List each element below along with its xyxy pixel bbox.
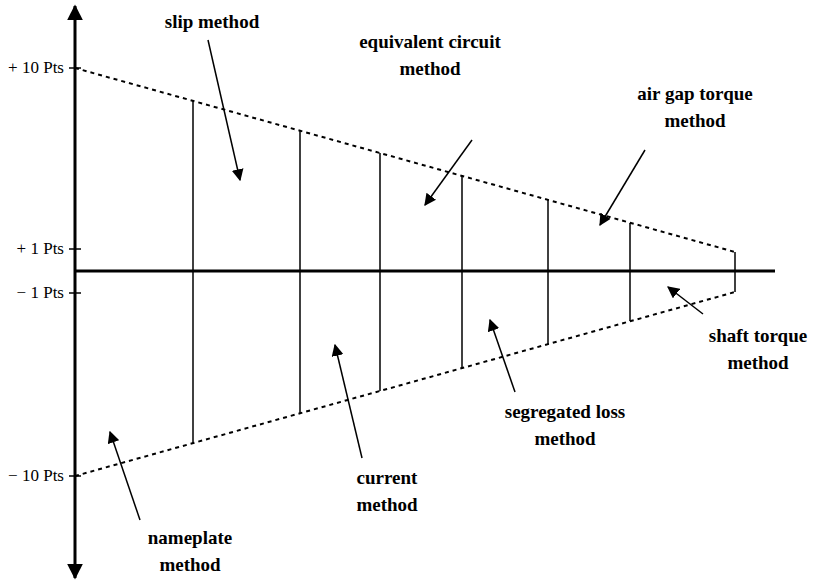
method-label: shaft torque method [700, 322, 816, 376]
horizontal-axis [75, 270, 775, 273]
method-label: equivalent circuit method [343, 28, 518, 82]
leader-arrow [600, 150, 645, 225]
method-label: slip method [142, 8, 282, 35]
method-label: air gap torque method [620, 80, 770, 134]
lower-bound-line [75, 292, 735, 476]
divider-line [547, 200, 549, 344]
upper-bound-line [75, 68, 735, 252]
method-label: segregated loss method [485, 398, 645, 452]
leader-arrows [110, 40, 703, 520]
leader-arrow [668, 287, 703, 314]
divider-line [299, 131, 301, 413]
leader-arrow [110, 432, 140, 520]
axis-tick-label: + 1 Pts [17, 238, 64, 260]
divider-line [734, 252, 736, 292]
axis-ticks [69, 68, 81, 476]
divider-line [629, 223, 631, 321]
leader-arrow [425, 140, 472, 205]
tick-mark [69, 248, 81, 250]
leader-arrow [208, 40, 240, 180]
tick-mark [69, 292, 81, 294]
axis-tick-label: + 10 Pts [8, 57, 64, 79]
leader-arrow [335, 345, 362, 458]
axis-tick-label: − 1 Pts [17, 282, 64, 304]
divider-line [461, 176, 463, 368]
method-label: current method [342, 464, 432, 518]
leader-arrow [490, 320, 515, 392]
axis-tick-label: − 10 Pts [8, 465, 64, 487]
divider-line [192, 101, 194, 443]
method-dividers [193, 101, 735, 443]
vertical-axis [74, 6, 77, 578]
divider-line [379, 153, 381, 391]
method-label: nameplate method [135, 524, 245, 578]
